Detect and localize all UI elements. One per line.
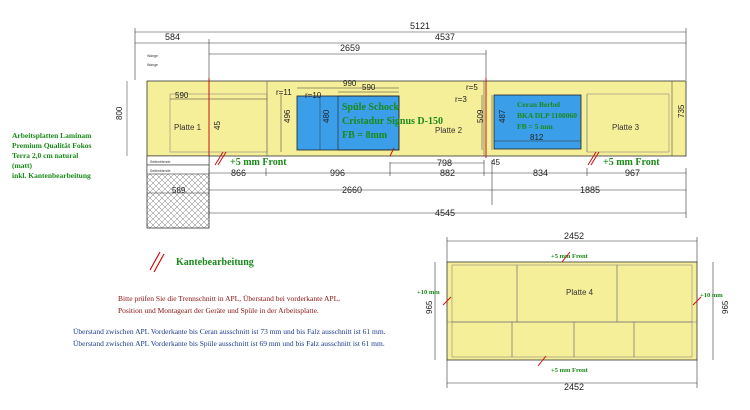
worktop-main — [146, 80, 687, 157]
material-line-3: Terra 2,0 cm natural — [12, 151, 78, 160]
top-dimensions — [134, 28, 687, 80]
dim-509: 509 — [476, 109, 485, 123]
cooktop-label-2: BKA DLP 1100060 — [517, 111, 577, 120]
radius-11: r=11 — [276, 88, 292, 97]
plate4-dimensions — [434, 237, 714, 388]
dim-5121: 5121 — [410, 21, 430, 31]
dim-2660: 2660 — [342, 185, 362, 195]
dim-882: 882 — [440, 168, 455, 178]
plate-3-label: Platte 3 — [612, 123, 640, 132]
small-label-2: Wange — [147, 63, 158, 67]
dim-589: 589 — [172, 186, 186, 195]
cooktop-cutout — [493, 94, 582, 150]
small-label-1: Wange — [147, 54, 158, 58]
dim-584: 584 — [165, 32, 180, 42]
radius-3: r=3 — [455, 95, 467, 104]
dim-4537: 4537 — [435, 32, 455, 42]
plate4-left-10: +10 mm — [417, 289, 440, 296]
side-panel-label-1: Seitenblende — [150, 160, 170, 164]
dim-834: 834 — [533, 168, 548, 178]
dim-45-b: 45 — [491, 158, 500, 167]
material-line-2: Premium Qualität Fokos — [12, 141, 92, 150]
material-line-4: (matt) — [12, 161, 32, 170]
dim-2452-top: 2452 — [564, 231, 584, 241]
dim-798: 798 — [437, 158, 452, 168]
dim-812: 812 — [530, 133, 544, 142]
plate4-front-bottom: +5 mm Front — [551, 367, 589, 374]
cooktop-label-3: FB = 5 mm — [517, 122, 553, 131]
dim-496: 496 — [283, 109, 292, 123]
dim-1885: 1885 — [580, 185, 600, 195]
material-line-1: Arbeitsplatten Laminam — [12, 131, 92, 140]
note-red-1: Bitte prüfen Sie die Trennschnitt in APL… — [118, 294, 340, 303]
dim-800: 800 — [115, 106, 124, 120]
front-right-label: +5 mm Front — [603, 157, 660, 168]
dim-990: 990 — [343, 79, 357, 88]
sink-label-2: Cristadur Signus D-150 — [342, 116, 443, 127]
dim-2452-bottom: 2452 — [564, 382, 584, 392]
side-panel-label-2: Seitenblende — [150, 169, 170, 173]
plate4-dim-965-left: 965 — [425, 300, 434, 314]
dim-4545: 4545 — [435, 208, 455, 218]
front-left-label: +5 mm Front — [230, 157, 287, 168]
legend-edge-symbol — [149, 251, 165, 273]
plate-4-label: Platte 4 — [566, 288, 594, 297]
dim-996: 996 — [330, 168, 345, 178]
dim-590-a: 590 — [175, 91, 189, 100]
dim-866: 866 — [231, 168, 246, 178]
note-blue-2: Überstand zwischen APL Vorderkante bis S… — [73, 339, 385, 348]
plate4-edge-marks — [442, 251, 702, 367]
cooktop-label-1: Ceran Berbel — [517, 100, 560, 109]
plate4-cabinets — [447, 264, 697, 358]
note-red-2: Position und Montageart der Geräte und S… — [118, 306, 319, 315]
dim-735: 735 — [677, 104, 686, 118]
material-line-5: inkl. Kantenbearbeitung — [12, 171, 91, 180]
dim-45-a: 45 — [213, 121, 222, 130]
bottom-dimensions — [208, 160, 687, 218]
dim-2659: 2659 — [340, 43, 360, 53]
note-blue-1: Überstand zwischen APL Vorderkante bis C… — [73, 327, 386, 336]
sink-label-1: Spüle Schock — [342, 102, 399, 113]
edge-marks — [208, 78, 600, 166]
plate4-right-10: +10 mm — [700, 292, 723, 299]
inner-dim-lines — [126, 81, 673, 156]
plate4-dim-965-right: 965 — [721, 300, 730, 314]
plate-4 — [446, 261, 698, 361]
radius-5: r=5 — [466, 83, 478, 92]
radius-10: r=10 — [305, 91, 322, 100]
plate-2-label: Platte 2 — [435, 126, 463, 135]
dim-590-b: 590 — [362, 83, 376, 92]
dim-967: 967 — [625, 168, 640, 178]
legend-label: Kantebearbeitung — [176, 257, 254, 268]
plate-1-label: Platte 1 — [174, 123, 202, 132]
dim-487: 487 — [498, 109, 507, 123]
plate4-front-top: +5 mm Front — [551, 253, 589, 260]
sink-label-3: FB = 8mm — [342, 130, 388, 141]
dim-480: 480 — [322, 109, 331, 123]
